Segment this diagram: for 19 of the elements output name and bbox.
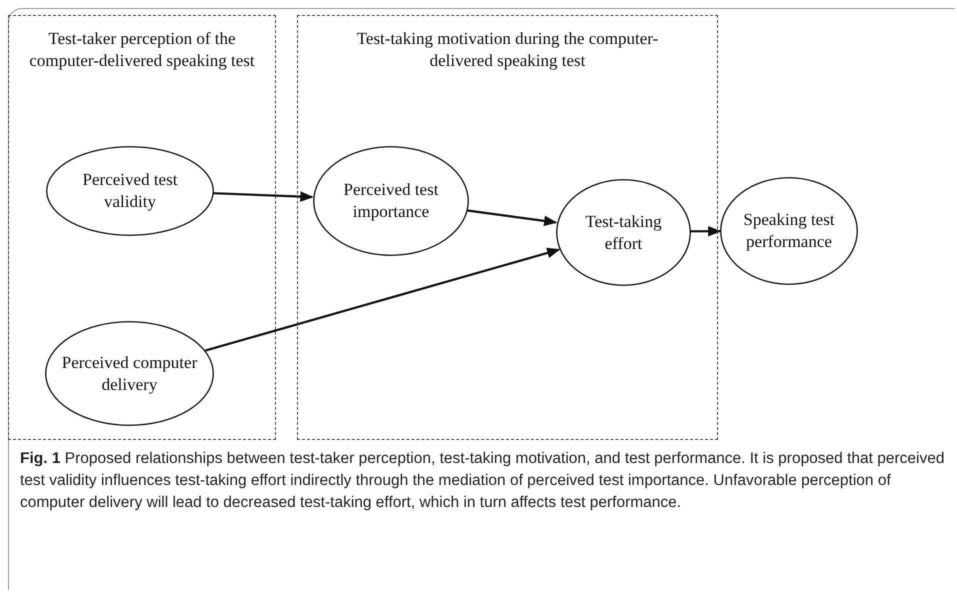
ellipse-node: [46, 146, 214, 236]
figure-caption: Fig. 1 Proposed relationships between test-taker perception, test-taking motivation, and test performance. It is proposed that perceived test validity influences test-taking effort indirectly through the mediation of perceived test importance. Unfavorable perception of computer delivery will lead to decreased test-taking effort, which in turn affects test performance.: [20, 449, 945, 513]
node-label: Speaking test performance: [742, 209, 836, 253]
ellipse-node: [45, 321, 214, 426]
node-label: Test-taking effort: [584, 210, 663, 254]
node-label: Perceived computer delivery: [60, 352, 198, 396]
arrow: [466, 209, 558, 226]
panel-heading: Test-taking motivation during the computer-delivered speaking test: [356, 28, 660, 72]
ellipse-node: [313, 146, 469, 256]
panel-heading: Test-taker perception of the computer-delivered speaking test: [28, 28, 256, 72]
arrow: [690, 226, 722, 237]
group-panel: [297, 15, 718, 440]
ellipse-node: [556, 179, 691, 286]
group-panel: [8, 15, 276, 440]
arrow: [212, 191, 314, 202]
node-label: Perceived test importance: [342, 179, 440, 223]
node-label: Perceived test validity: [82, 169, 178, 213]
arrow: [204, 248, 560, 352]
ellipse-node: [720, 177, 858, 285]
